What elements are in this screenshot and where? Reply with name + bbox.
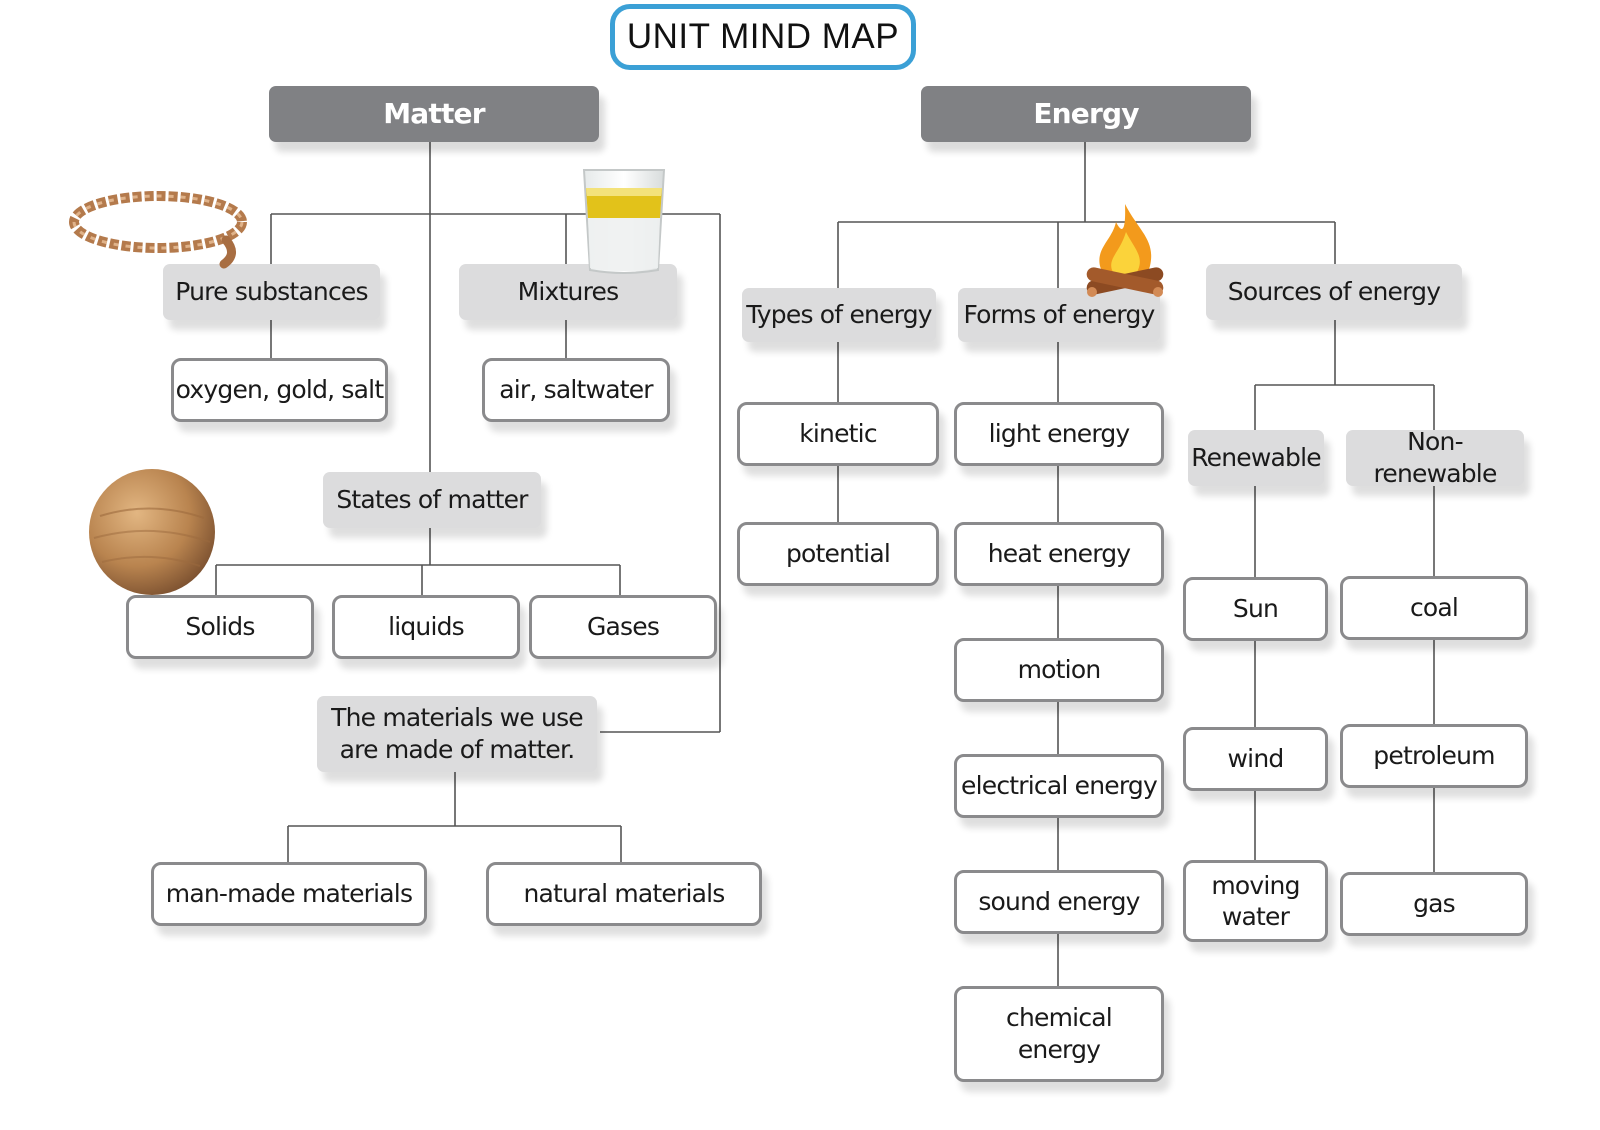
state-solids: Solids: [126, 595, 314, 659]
chemical-line-2: energy: [1017, 1035, 1101, 1064]
types-of-energy-node: Types of energy: [742, 288, 936, 342]
non-renewable-gas: gas: [1340, 872, 1528, 936]
energy-form-heat: heat energy: [954, 522, 1164, 586]
pure-substances-examples: oxygen, gold, salt: [171, 358, 388, 422]
moving-water-line-1: moving: [1211, 870, 1300, 900]
mixtures-examples: air, saltwater: [482, 358, 670, 422]
materials-statement-node: The materials we use are made of matter.: [317, 696, 597, 772]
pure-substances-node: Pure substances: [163, 264, 380, 320]
energy-type-kinetic: kinetic: [737, 402, 939, 466]
mind-map-title: UNIT MIND MAP: [610, 4, 916, 70]
renewable-wind: wind: [1183, 727, 1328, 791]
mixtures-node: Mixtures: [459, 264, 677, 320]
materials-statement-line-1: The materials we use: [331, 702, 584, 732]
energy-header: Energy: [921, 86, 1251, 142]
moving-water-line-2: water: [1221, 902, 1290, 931]
matter-header: Matter: [269, 86, 599, 142]
wooden-ball-icon: [89, 469, 215, 595]
natural-materials-node: natural materials: [486, 862, 762, 926]
sources-of-energy-node: Sources of energy: [1206, 264, 1462, 320]
campfire-icon: [1086, 204, 1164, 297]
non-renewable-coal: coal: [1340, 576, 1528, 640]
bracelet-icon: [69, 191, 247, 269]
forms-of-energy-node: Forms of energy: [958, 288, 1160, 342]
energy-form-light: light energy: [954, 402, 1164, 466]
man-made-materials-node: man-made materials: [151, 862, 427, 926]
non-renewable-node: Non-renewable: [1346, 427, 1524, 488]
chemical-line-1: chemical: [1006, 1002, 1113, 1032]
renewable-sun: Sun: [1183, 577, 1328, 641]
energy-form-electrical: electrical energy: [954, 754, 1164, 818]
state-gases: Gases: [529, 595, 717, 659]
energy-form-motion: motion: [954, 638, 1164, 702]
renewable-node: Renewable: [1188, 430, 1324, 486]
energy-form-sound: sound energy: [954, 870, 1164, 934]
states-of-matter-node: States of matter: [323, 472, 541, 528]
materials-statement-line-2: are made of matter.: [339, 735, 575, 764]
glass-of-water-icon: [582, 169, 666, 274]
non-renewable-petroleum: petroleum: [1340, 724, 1528, 788]
energy-form-chemical: chemical energy: [954, 986, 1164, 1082]
state-liquids: liquids: [332, 595, 520, 659]
renewable-moving-water: moving water: [1183, 860, 1328, 942]
energy-type-potential: potential: [737, 522, 939, 586]
